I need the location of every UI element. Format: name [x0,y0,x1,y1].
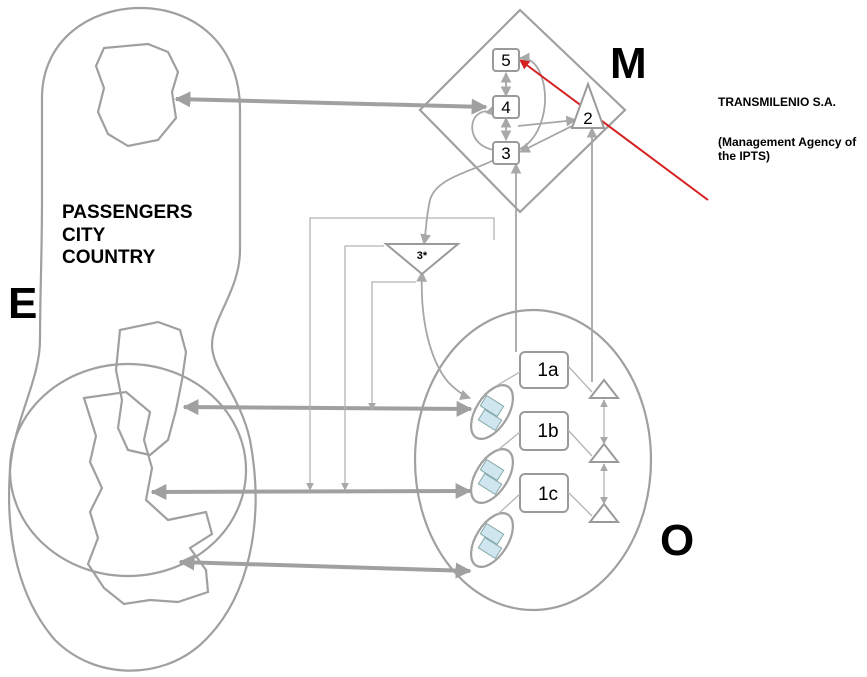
node-3-box[interactable] [492,141,520,165]
link-3star-bus [416,270,472,401]
node-1c-box[interactable] [519,473,569,513]
node-3star-triangle[interactable] [383,243,461,276]
operator-triangle-c [587,502,621,523]
note-desc-line1: (Management Agency of [718,135,857,149]
link-1b-tri [567,429,593,457]
arrow-passengers-4 [174,91,488,115]
node-4-box[interactable] [492,95,520,119]
loop-3-5 [517,52,546,151]
node-2-triangle[interactable] [570,81,606,129]
note-desc-line2: the IPTS) [718,149,770,163]
bus-group-b [469,431,521,504]
link-1c-tri [567,491,593,517]
link-3-3star [420,159,495,246]
feedback-line-3 [368,281,416,411]
country-region [82,390,214,606]
bus-group-a [469,371,521,440]
note-title: TRANSMILENIO S.A. [718,95,836,109]
environment-boundary [7,6,257,672]
label-m: M [610,39,647,88]
bus-group-c [469,493,521,568]
node-5-box[interactable] [492,48,520,72]
node-4-label: 4 [501,98,510,117]
environment-inner-ellipse [8,362,248,578]
feedback-line-2 [341,245,384,491]
label-city: CITY [62,225,106,246]
node-1b-label: 1b [537,421,558,442]
operator-triangle-b [587,442,621,463]
link-4-2 [517,115,578,127]
node-1a-label: 1a [537,360,559,381]
label-passengers: PASSENGERS [62,202,193,223]
loop-3-4 [471,105,497,151]
arrow-city-operators [182,399,473,417]
link-1a-tri [567,365,593,393]
feedback-line-1 [306,217,495,491]
arrow-country-operators-2 [178,554,472,579]
label-e: E [8,279,37,328]
node-5-label: 5 [501,51,510,70]
operator-triangle-a [587,378,621,399]
node-3star-label: 3* [417,250,428,262]
city-region [114,320,188,457]
label-country: COUNTRY [62,247,156,268]
management-diamond [418,8,627,214]
node-3-label: 3 [501,144,510,163]
node-2-label: 2 [583,109,592,128]
passenger-region-top [94,42,180,148]
node-1c-label: 1c [538,484,558,505]
pointer-arrow [519,59,709,201]
label-o: O [660,516,694,565]
arrow-country-operators-1 [150,483,472,500]
node-1b-box[interactable] [519,411,569,451]
link-2-3 [519,121,581,153]
operator-ellipse [413,308,653,612]
node-1a-box[interactable] [519,351,569,389]
